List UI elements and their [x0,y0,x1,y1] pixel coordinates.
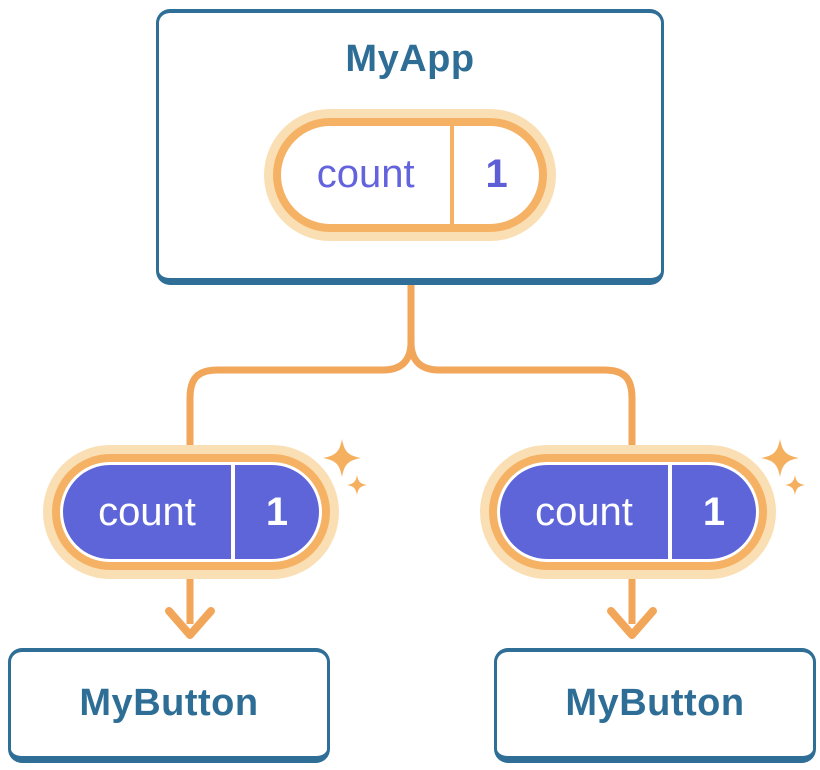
state-pill-child-left: count 1 [43,445,339,579]
sparkle-icon-small [785,475,805,495]
connector-branch-right [407,341,636,447]
arrow-down-icon-right [607,607,657,639]
state-pill-divider [450,125,455,224]
component-node-mybutton-right: MyButton [494,648,816,763]
state-value: 1 [702,489,726,534]
state-pill-ring: count 1 [489,454,767,570]
state-pill-parent: count 1 [264,108,556,241]
arrow-down-icon-left [165,607,215,639]
component-node-mybutton-left: MyButton [8,648,330,763]
state-key: count [98,489,196,534]
sparkle-icon-large [323,439,361,477]
state-value: 1 [265,489,289,534]
connector-branch-left [186,341,415,447]
state-value: 1 [485,152,508,197]
sparkle-icon-large [761,439,799,477]
sparkle-icon-small [347,475,367,495]
state-pill-divider [231,465,235,559]
state-pill-divider [668,465,672,559]
component-title: MyApp [345,38,475,80]
state-key: count [316,152,415,197]
state-pill-child-right: count 1 [480,445,776,579]
component-title: MyButton [565,682,745,725]
component-node-myapp: MyApp count 1 [156,9,664,285]
component-title: MyButton [79,682,259,725]
state-pill-ring: count 1 [52,454,330,570]
state-key: count [535,489,633,534]
state-pill-ring: count 1 [273,117,547,232]
